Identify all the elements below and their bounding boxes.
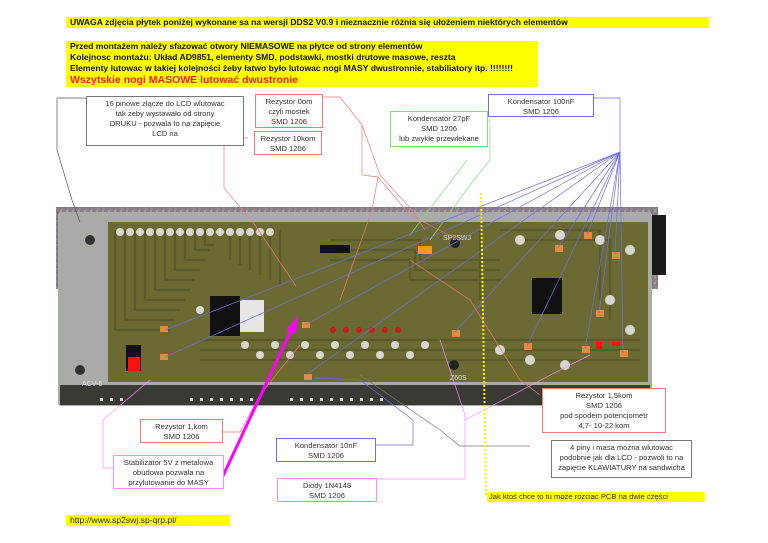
callout-text: Kondensator 27pF	[407, 114, 471, 123]
callout-text: Kondensator 100nF	[507, 97, 575, 106]
callout-text: Rezystor 1,5kom	[575, 391, 633, 400]
pcb-cut-note: Jak ktoś chce to tu może rozciac PCB na …	[487, 492, 705, 502]
instruction-line-3: Elementy lutowac w takiej kolejności żeb…	[66, 63, 538, 74]
callout-capacitor-10nf: Kondensator 10nF SMD 1206	[276, 438, 376, 462]
voltage-regulator-tab	[240, 300, 264, 332]
voltage-regulator-body	[210, 296, 240, 336]
callout-text: SMD 1206	[270, 144, 306, 153]
board-edge-shadow	[652, 215, 666, 275]
callout-text: Rezystor 1,kom	[155, 422, 208, 431]
callout-capacitor-27pf: Kondensator 27pF SMD 1206 lub zwykłe prz…	[390, 111, 488, 147]
callout-text: zapięcie KLAWIATURY na sandwicha	[558, 463, 685, 472]
component-red	[128, 357, 140, 371]
callout-text: Rezystor 0om	[265, 97, 313, 106]
pcb-label-bottom: Z60S	[450, 375, 467, 382]
callout-text: SMD 1206	[421, 124, 457, 133]
warning-banner: UWAGA zdjęcia płytek poniżej wykonane sa…	[66, 17, 709, 28]
instruction-line-2: Kolejnosc montażu: Układ AD9851, element…	[66, 52, 538, 63]
callout-resistor-10k: Rezystor 10kom SMD 1206	[254, 131, 322, 155]
callout-text: przylutowanie do MASY	[128, 478, 209, 487]
callout-text: 4 piny i masa można wlutowac	[570, 443, 673, 452]
callout-text: Rezystor 10kom	[260, 134, 316, 143]
callout-text: Stabilizator 5V z metalowa	[123, 458, 214, 467]
callout-text: Diody 1N4148	[302, 481, 352, 490]
callout-text: DRUKU - pozwala to na zapięcie	[109, 119, 221, 128]
callout-stabilizer: Stabilizator 5V z metalowa obudowa pozwa…	[113, 455, 224, 489]
callout-text: czyli mostek	[268, 107, 310, 116]
instruction-line-1: Przed montażem należy sfazować otwory NI…	[66, 41, 538, 52]
callout-text: SMD 1206	[308, 451, 344, 460]
callout-resistor-1-5k: Rezystor 1,5kom SMD 1206 pod spodem pote…	[542, 388, 666, 433]
callout-resistor-1k: Rezystor 1,kom SMD 1206	[140, 419, 223, 443]
website-url[interactable]: http://www.sp2swj.sp-qrp.pl/	[66, 515, 230, 526]
ad9851-chip	[532, 278, 562, 314]
callout-keyboard-pins: 4 piny i masa można wlutowac podobnie ja…	[551, 440, 692, 478]
callout-diodes: Diody 1N4148 SMD 1206	[277, 478, 377, 502]
callout-text: lub zwykłe przewlekane	[399, 134, 479, 143]
pcb-label-left: ACV-6	[82, 381, 102, 388]
callout-text: tak żeby wystawało od strony	[115, 109, 215, 118]
callout-text: pod spodem potencjometr	[560, 411, 648, 420]
callout-text: podobnie jak dla LCD - pozwoli to na	[559, 453, 684, 462]
callout-text: Kondensator 10nF	[294, 441, 358, 450]
callout-text: SMD 1206	[309, 491, 345, 500]
callout-text: SMD 1206	[271, 117, 307, 126]
pcb-label-top: SP2SWJ	[443, 235, 471, 242]
callout-resistor-0om: Rezystor 0om czyli mostek SMD 1206	[255, 94, 323, 128]
pin-header	[320, 245, 350, 253]
ground-note: Wszytskie nogi MASOWE lutować dwustronie	[66, 74, 538, 87]
callout-text: SMD 1206	[586, 401, 622, 410]
callout-text: SMD 1206	[523, 107, 559, 116]
callout-text: obudowa pozwala na	[132, 468, 205, 477]
callout-capacitor-100nf: Kondensator 100nF SMD 1206	[488, 94, 594, 117]
callout-lcd-connector: 16 pinowe złącze do LCD wlutowac tak żeb…	[86, 96, 244, 146]
callout-text: LCD na	[152, 129, 178, 138]
callout-text: 4,7- 10-22 kom	[578, 421, 630, 430]
callout-text: SMD 1206	[163, 432, 200, 441]
callout-text: 16 pinowe złącze do LCD wlutowac	[105, 99, 225, 108]
